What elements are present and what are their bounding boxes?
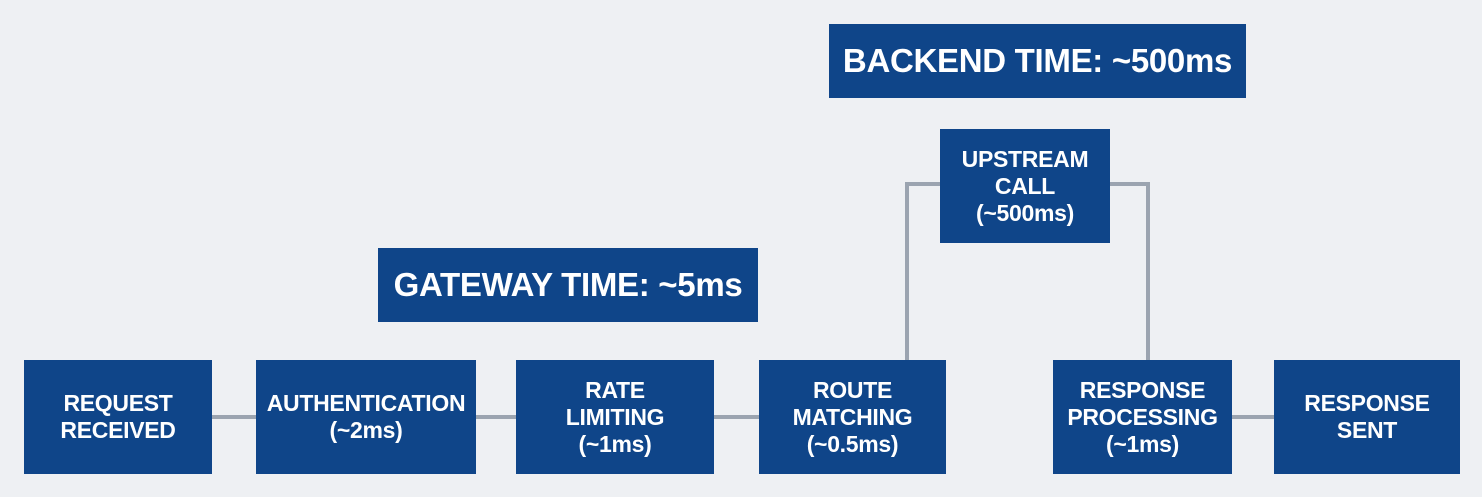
upstream-call-node: UPSTREAM CALL (~500ms) [940,129,1110,243]
response-processing-node: RESPONSE PROCESSING (~1ms) [1053,360,1232,474]
request-received-node: REQUEST RECEIVED [24,360,212,474]
connector-upstream-to-response [1110,182,1150,360]
rate-limiting-node: RATE LIMITING (~1ms) [516,360,714,474]
authentication-node: AUTHENTICATION (~2ms) [256,360,476,474]
response-sent-node: RESPONSE SENT [1274,360,1460,474]
route-matching-node: ROUTE MATCHING (~0.5ms) [759,360,946,474]
backend-time-banner: BACKEND TIME: ~500ms [829,24,1246,98]
connector-route-to-upstream [905,182,940,360]
gateway-time-banner: GATEWAY TIME: ~5ms [378,248,758,322]
